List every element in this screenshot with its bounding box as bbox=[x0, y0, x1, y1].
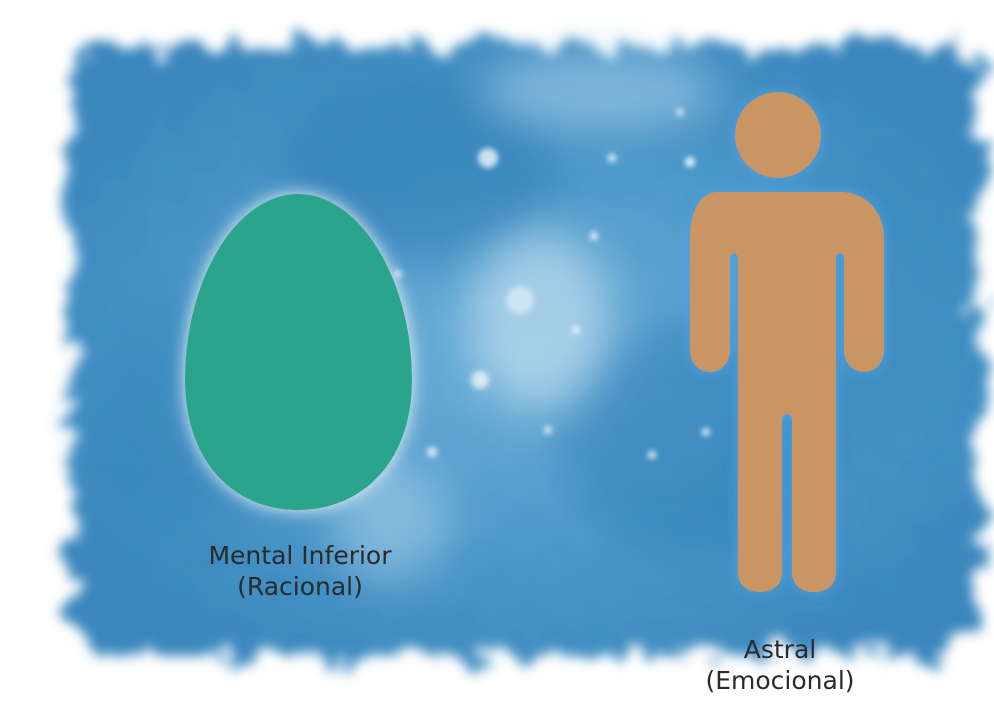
mental-inferior-subtitle: (Racional) bbox=[150, 571, 450, 602]
figure-head bbox=[735, 92, 821, 178]
astral-label: Astral (Emocional) bbox=[630, 634, 930, 696]
mental-inferior-title: Mental Inferior bbox=[150, 540, 450, 571]
astral-title: Astral bbox=[630, 634, 930, 665]
astral-subtitle: (Emocional) bbox=[630, 665, 930, 696]
mental-inferior-label: Mental Inferior (Racional) bbox=[150, 540, 450, 602]
